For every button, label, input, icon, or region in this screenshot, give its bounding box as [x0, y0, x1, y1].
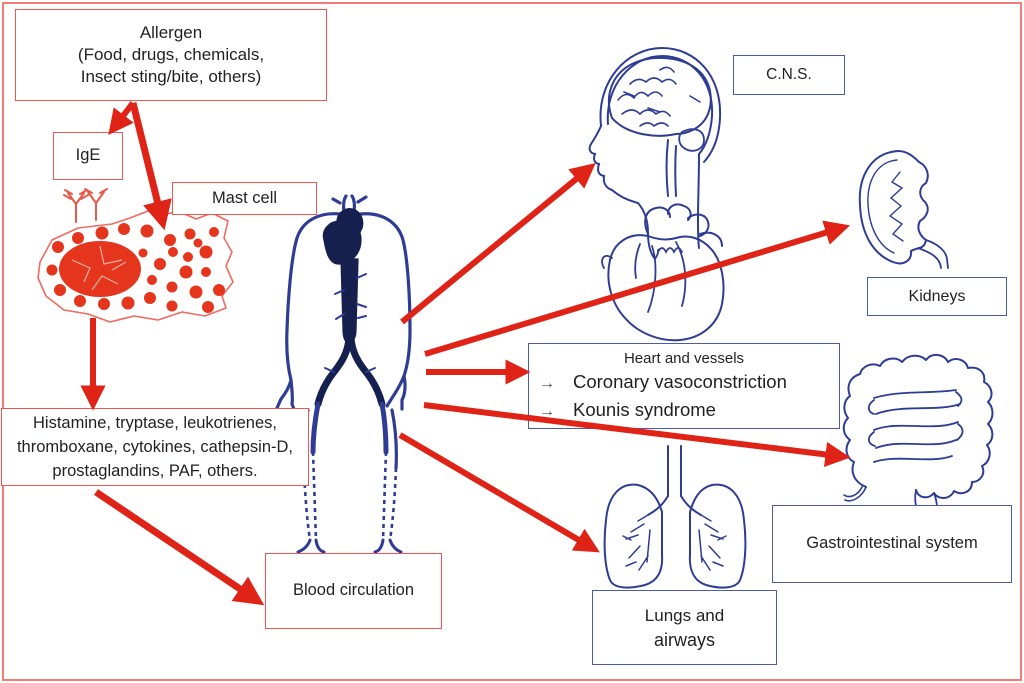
heart-vessels-item-2: → Kounis syndrome	[529, 397, 839, 425]
allergen-line-1: Allergen	[139, 23, 203, 42]
allergen-line-2: (Food, drugs, chemicals,	[77, 45, 265, 64]
heart-and-vessels-box: Heart and vessels → Coronary vasoconstri…	[528, 343, 840, 429]
ige-box: IgE	[53, 132, 123, 180]
vascular-body-icon	[275, 194, 412, 554]
heart-vessels-title: Heart and vessels	[623, 350, 745, 367]
heart-icon	[601, 203, 725, 342]
lungs-airways-box: Lungs and airways	[592, 590, 777, 665]
lungs-line-2: airways	[653, 629, 715, 650]
heart-vessels-item-1-text: Coronary vasoconstriction	[573, 371, 787, 392]
mast-cell-label: Mast cell	[211, 188, 278, 207]
heart-vessels-item-1: → Coronary vasoconstriction	[529, 369, 839, 397]
blood-circulation-label: Blood circulation	[292, 581, 415, 600]
right-arrow-glyph: →	[539, 375, 555, 392]
blood-circulation-box: Blood circulation	[265, 553, 442, 629]
mediators-box: Histamine, tryptase, leukotrienes, throm…	[1, 408, 309, 486]
kidneys-box: Kidneys	[867, 277, 1007, 316]
allergen-box: Allergen (Food, drugs, chemicals, Insect…	[15, 9, 327, 101]
mediators-line-2: thromboxane, cytokines, cathepsin-D,	[16, 438, 294, 456]
mast-cell-granules	[46, 223, 225, 313]
mast-cell-box: Mast cell	[172, 182, 317, 215]
kidneys-label: Kidneys	[908, 287, 966, 305]
lungs-icon	[603, 445, 747, 589]
right-arrow-glyph: →	[539, 403, 555, 420]
lungs-line-1: Lungs and	[644, 605, 725, 625]
heart-vessels-item-2-text: Kounis syndrome	[573, 399, 716, 420]
mast-cell-icon	[37, 188, 234, 323]
cns-box: C.N.S.	[733, 55, 845, 95]
gastrointestinal-label: Gastrointestinal system	[806, 534, 978, 553]
ige-label: IgE	[75, 146, 101, 165]
kidney-icon	[858, 149, 949, 269]
brain-icon	[588, 46, 722, 260]
intestines-icon	[842, 354, 994, 523]
ige-antibody-icon	[63, 188, 108, 223]
mediators-line-3: prostaglandins, PAF, others.	[52, 462, 258, 480]
gastrointestinal-box: Gastrointestinal system	[772, 505, 1012, 583]
mediators-line-1: Histamine, tryptase, leukotrienes,	[33, 414, 277, 432]
allergen-line-3: Insect sting/bite, others)	[80, 67, 262, 86]
cns-label: C.N.S.	[766, 65, 812, 83]
